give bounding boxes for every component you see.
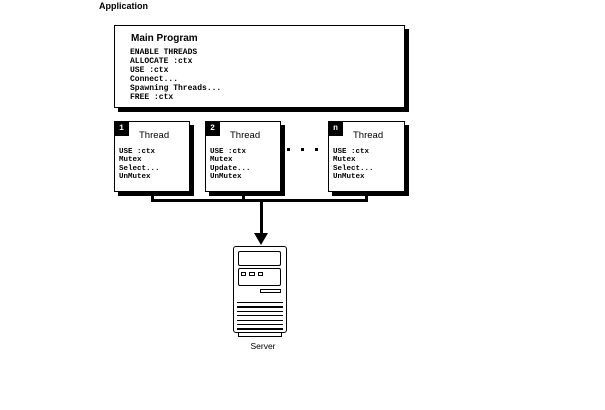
thread-code: USE :ctx Mutex Select... UnMutex [119, 148, 160, 182]
application-label: Application [99, 1, 148, 11]
server-tower [233, 246, 287, 333]
ellipsis-dot [287, 148, 290, 151]
vent-line [237, 324, 283, 326]
thread-code: USE :ctx Mutex Update... UnMutex [210, 148, 251, 182]
code-line: UnMutex [119, 173, 151, 182]
code-line: FREE :ctx [130, 92, 174, 102]
code-line: Mutex [333, 156, 356, 165]
main-program-box: Main Program ENABLE THREADS ALLOCATE :ct… [114, 25, 405, 108]
ellipsis-dot [301, 148, 304, 151]
vent-line [237, 319, 283, 321]
connector-bus-line [150, 199, 368, 202]
connector-thread2-stub [241, 191, 245, 202]
drive-slot-icon [257, 272, 263, 276]
thread-box-n: n Thread USE :ctx Mutex Select... UnMute… [328, 121, 405, 192]
code-line: Spawning Threads... [130, 83, 222, 93]
vent-line [237, 328, 283, 330]
main-program-title: Main Program [131, 33, 198, 44]
vent-line [237, 315, 283, 317]
drive-slot-icon [249, 272, 255, 276]
thread-number-badge: 1 [114, 121, 129, 136]
code-line: Mutex [210, 156, 233, 165]
arrow-down-icon [254, 233, 268, 245]
ellipsis-dot [315, 148, 318, 151]
server-icon [233, 246, 287, 338]
thread-title: Thread [230, 130, 261, 141]
code-line: USE :ctx [130, 65, 169, 75]
thread-title: Thread [353, 130, 384, 141]
code-line: Select... [119, 164, 160, 173]
server-tray-bar [260, 289, 281, 293]
code-line: USE :ctx [333, 148, 370, 156]
connector-threadn-stub [365, 191, 368, 202]
code-line: Connect... [130, 74, 179, 84]
code-line: Mutex [119, 156, 142, 165]
server-top-panel [237, 250, 281, 266]
drive-slot-icon [240, 272, 246, 276]
code-line: UnMutex [210, 173, 242, 182]
thread-number-badge: 2 [205, 121, 220, 136]
code-line: USE :ctx [119, 148, 156, 156]
thread-number-badge: n [328, 121, 343, 136]
code-line: UnMutex [333, 173, 365, 182]
code-line: ENABLE THREADS [130, 48, 198, 57]
vent-line [237, 302, 283, 304]
server-drive-panel [237, 268, 281, 286]
thread-code: USE :ctx Mutex Select... UnMutex [333, 148, 374, 182]
thread-box-1: 1 Thread USE :ctx Mutex Select... UnMute… [114, 121, 190, 192]
connector-thread1-stub [150, 191, 154, 202]
thread-title: Thread [139, 130, 170, 141]
server-label: Server [250, 341, 276, 351]
code-line: Select... [333, 164, 374, 173]
code-line: Update... [210, 164, 251, 173]
server-base [237, 332, 282, 337]
code-line: ALLOCATE :ctx [130, 56, 193, 66]
vent-line [237, 310, 283, 313]
thread-box-2: 2 Thread USE :ctx Mutex Update... UnMute… [205, 121, 281, 192]
vent-line [237, 306, 283, 308]
main-program-code: ENABLE THREADS ALLOCATE :ctx USE :ctx Co… [130, 48, 222, 102]
arrow-to-server-shaft [259, 199, 263, 234]
code-line: USE :ctx [210, 148, 247, 156]
